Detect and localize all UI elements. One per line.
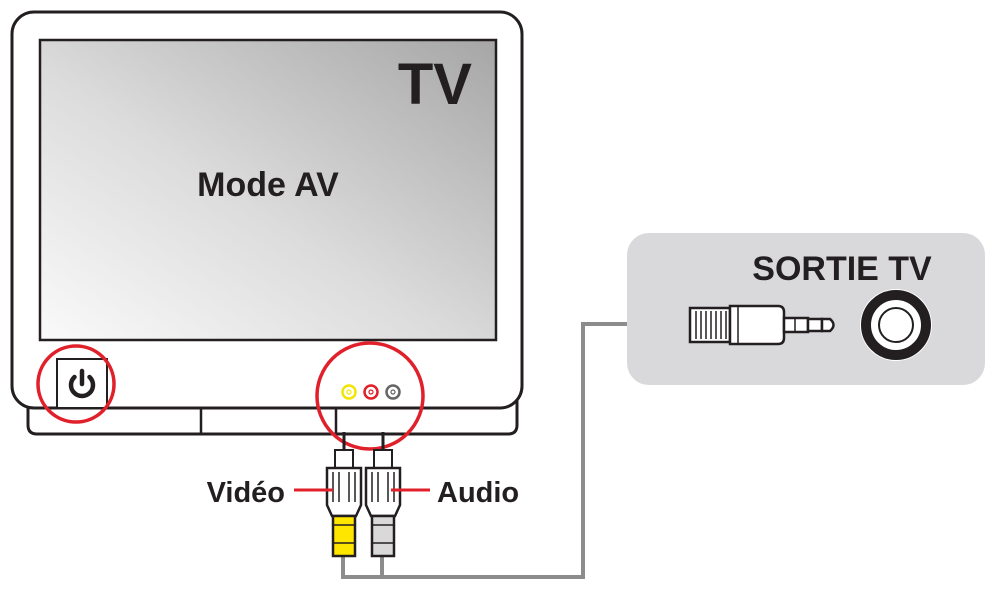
tv-set: TV Mode AV bbox=[10, 10, 524, 451]
video-rca-plug bbox=[325, 432, 363, 558]
av-mini-plug bbox=[688, 304, 835, 346]
yellow-jack-icon bbox=[341, 384, 357, 400]
audio-rca-plug bbox=[364, 432, 402, 558]
red-jack-icon bbox=[363, 384, 379, 400]
av-cable bbox=[341, 322, 690, 579]
video-label: Vidéo bbox=[207, 477, 285, 509]
tv-out-jack-icon bbox=[860, 289, 932, 361]
tv-out-label: SORTIE TV bbox=[752, 250, 932, 288]
power-highlight-circle bbox=[36, 344, 116, 424]
tv-screen bbox=[38, 38, 498, 342]
power-icon bbox=[68, 368, 96, 399]
gray-jack-icon bbox=[385, 384, 401, 400]
tv-label: TV bbox=[398, 52, 472, 117]
av-jacks-highlight-circle bbox=[315, 341, 425, 451]
audio-label: Audio bbox=[437, 477, 519, 509]
screen-mode-text: Mode AV bbox=[197, 166, 339, 204]
